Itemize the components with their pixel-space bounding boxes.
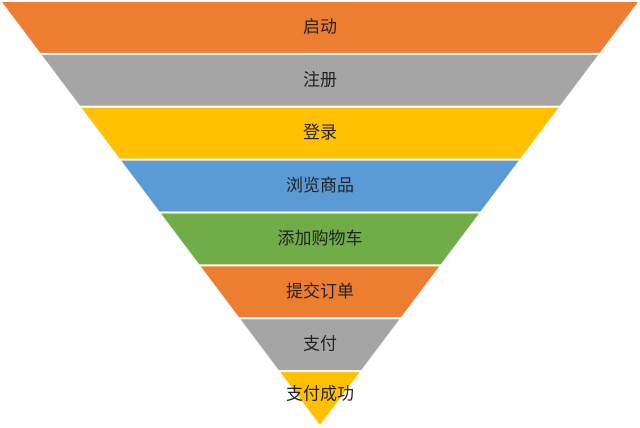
funnel-band-6 bbox=[200, 266, 440, 318]
funnel-band-8 bbox=[280, 372, 360, 425]
funnel-label-5: 添加购物车 bbox=[278, 229, 363, 249]
funnel-band-5 bbox=[161, 213, 479, 265]
funnel-band-3 bbox=[81, 107, 559, 159]
funnel-band-7 bbox=[240, 319, 400, 371]
funnel-band-1 bbox=[2, 2, 638, 53]
funnel-label-8: 支付成功 bbox=[286, 385, 354, 405]
funnel-label-6: 提交订单 bbox=[286, 282, 354, 302]
funnel-label-7: 支付 bbox=[303, 335, 337, 355]
funnel-label-1: 启动 bbox=[303, 17, 337, 37]
funnel-label-2: 注册 bbox=[303, 70, 337, 90]
funnel-label-4: 浏览商品 bbox=[286, 176, 354, 196]
funnel-band-4 bbox=[121, 160, 519, 212]
funnel-band-2 bbox=[41, 54, 599, 106]
funnel-label-3: 登录 bbox=[303, 123, 337, 143]
